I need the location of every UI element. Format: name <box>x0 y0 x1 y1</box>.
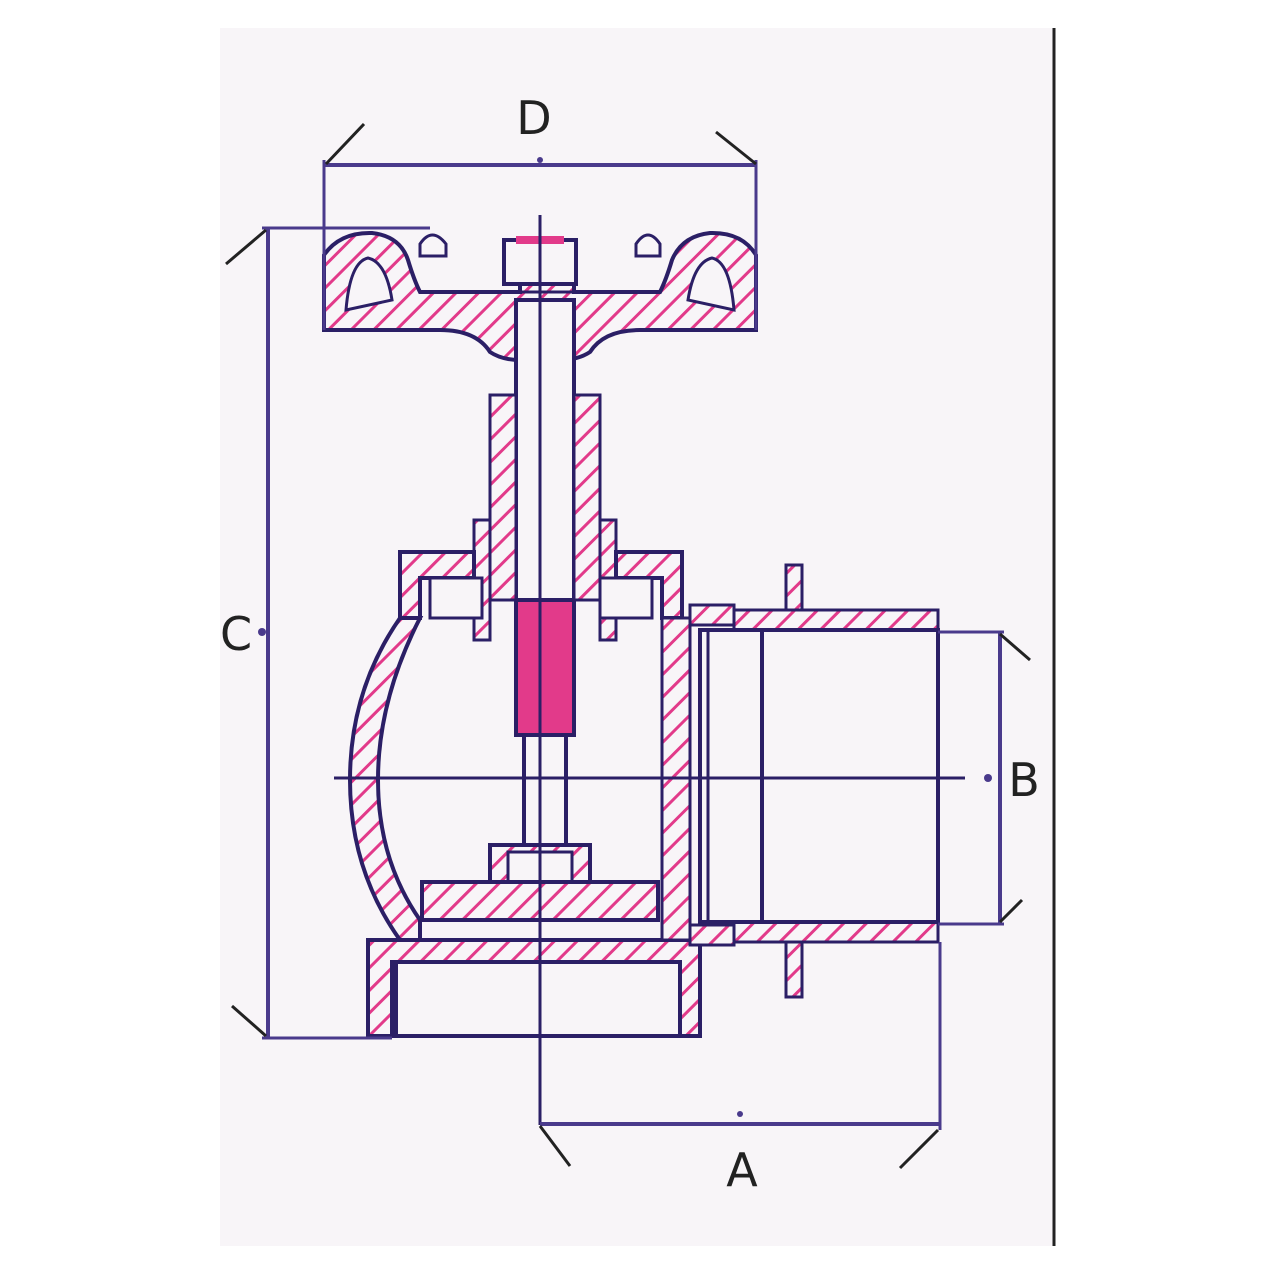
valve-body <box>347 616 702 1038</box>
centerlines <box>334 215 965 1125</box>
valve-stem <box>514 298 576 847</box>
label-a: A <box>726 1143 758 1197</box>
label-c: C <box>220 607 252 661</box>
label-b: B <box>1008 753 1040 807</box>
dimension-c: C <box>220 226 430 1040</box>
outlet-fitting <box>688 563 940 999</box>
bonnet <box>398 550 684 620</box>
dimension-d: D <box>322 91 758 330</box>
label-d: D <box>516 91 551 145</box>
dimension-a: A <box>538 942 942 1197</box>
dimension-b: B <box>938 630 1040 926</box>
